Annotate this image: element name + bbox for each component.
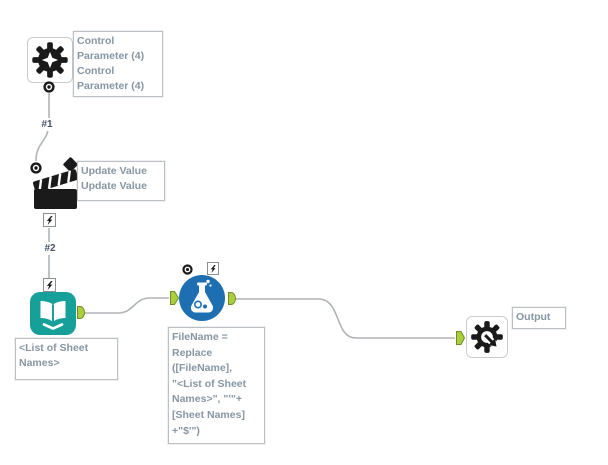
wire-macro-to-formula[interactable] (84, 297, 169, 314)
gear-arrow-icon (471, 321, 503, 353)
formula-action-anchor[interactable] (207, 262, 219, 275)
lightning-icon (46, 215, 53, 225)
gear-star-icon (32, 42, 68, 78)
macro-output-input-anchor[interactable] (456, 331, 465, 345)
formula-input-anchor[interactable] (170, 291, 179, 305)
open-book-icon (40, 301, 66, 330)
action-annotation[interactable]: Update Value Update Value (77, 161, 165, 201)
sheet-names-macro-tool[interactable] (30, 292, 76, 335)
connection-label-2: #2 (41, 242, 59, 255)
macro-output-tool[interactable] (466, 316, 508, 358)
output-annotation[interactable]: Output (512, 307, 566, 329)
flask-icon (190, 279, 214, 313)
lightning-icon (46, 280, 53, 290)
wire-formula-to-output[interactable] (235, 298, 455, 339)
clapperboard-icon[interactable] (30, 156, 82, 210)
formula-control-anchor[interactable] (182, 264, 193, 275)
control-parameter-tool[interactable] (27, 37, 73, 83)
formula-annotation[interactable]: FileName = Replace ([FileName], "<List o… (168, 327, 265, 444)
action-control-input-anchor[interactable] (30, 162, 42, 174)
action-output-anchor[interactable] (43, 213, 56, 227)
formula-output-anchor[interactable] (228, 292, 236, 305)
macro-action-input-anchor[interactable] (43, 278, 56, 292)
macro-output-anchor[interactable] (77, 306, 85, 319)
connection-label-1: #1 (38, 118, 56, 131)
control-parameter-annotation[interactable]: Control Parameter (4) Control Parameter … (73, 31, 163, 97)
lightning-icon (210, 264, 216, 273)
sheet-names-annotation[interactable]: <List of Sheet Names> (15, 338, 118, 380)
formula-tool[interactable] (179, 275, 225, 321)
control-parameter-output-anchor[interactable] (43, 81, 55, 93)
